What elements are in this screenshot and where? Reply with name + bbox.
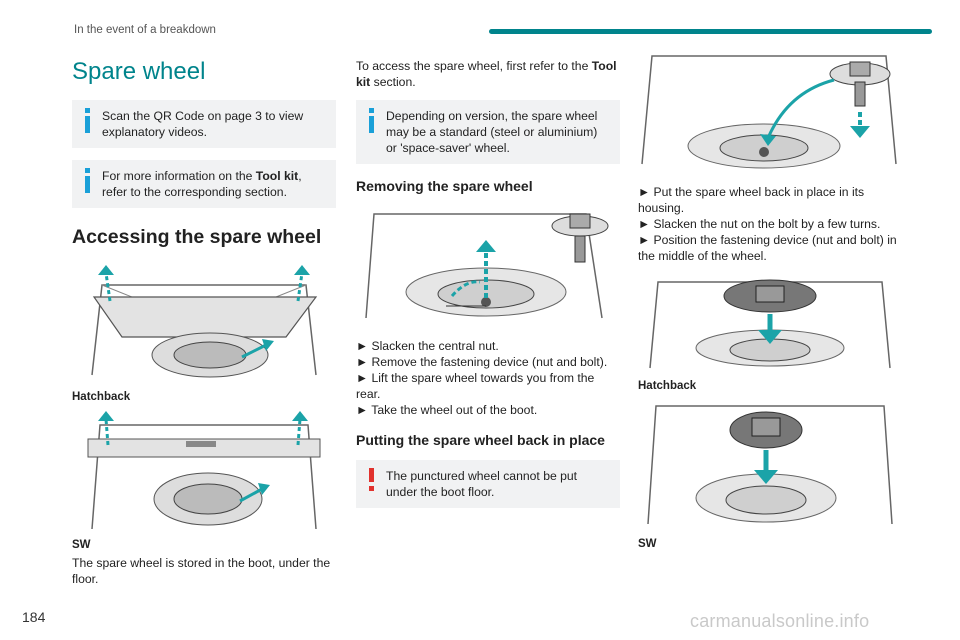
intro-text-post: section. (370, 75, 416, 89)
caption-hatchback: Hatchback (638, 380, 697, 392)
step-item: ► Put the spare wheel back in place in i… (638, 185, 865, 215)
watermark: carmanualsonline.info (690, 611, 870, 631)
section-heading-putback: Putting the spare wheel back in place (356, 432, 605, 448)
step-item: ► Lift the spare wheel towards you from … (356, 371, 595, 401)
caption-hatchback: Hatchback (72, 391, 131, 403)
info-note-text: Depending on version, the spare wheel ma… (386, 109, 598, 155)
illustration-sw-fastening (638, 402, 900, 528)
step-item: ► Position the fastening device (nut and… (638, 233, 897, 263)
illustration-hatchback-boot (72, 265, 336, 383)
intro-text-pre: To access the spare wheel, first refer t… (356, 59, 592, 73)
section-heading-remove: Removing the spare wheel (356, 178, 533, 194)
info-icon (84, 168, 92, 194)
section-heading-access: Accessing the spare wheel (72, 226, 322, 248)
column-2: To access the spare wheel, first refer t… (356, 52, 620, 520)
column-3: ► Put the spare wheel back in place in i… (638, 52, 900, 554)
note-text-pre: For more information on the (102, 169, 256, 183)
illustration-hatchback-fastening (638, 278, 900, 370)
putback-steps: ► Put the spare wheel back in place in i… (638, 184, 900, 264)
running-head: In the event of a breakdown (74, 24, 216, 36)
step-item: ► Take the wheel out of the boot. (356, 403, 538, 417)
info-note-qr: Scan the QR Code on page 3 to view expla… (72, 100, 336, 148)
info-icon (84, 108, 92, 134)
tool-kit-link[interactable]: Tool kit (255, 169, 299, 183)
info-note-text: Scan the QR Code on page 3 to view expla… (102, 109, 304, 139)
column-1: Spare wheel Scan the QR Code on page 3 t… (72, 52, 336, 587)
step-item: ► Slacken the nut on the bolt by a few t… (638, 217, 881, 231)
illustration-sw-boot (72, 411, 336, 531)
step-item: ► Remove the fastening device (nut and b… (356, 355, 608, 369)
tool-kit-link[interactable]: Tool kit (356, 59, 617, 89)
spare-wheel-location-text: The spare wheel is stored in the boot, u… (72, 556, 331, 586)
warning-text: The punctured wheel cannot be put under … (386, 469, 578, 499)
intro-text: To access the spare wheel, first refer t… (356, 58, 620, 90)
illustration-putback-wheel (638, 52, 900, 170)
info-note-version: Depending on version, the spare wheel ma… (356, 100, 620, 164)
caption-sw: SW (72, 539, 91, 551)
warning-note: The punctured wheel cannot be put under … (356, 460, 620, 508)
step-item: ► Slacken the central nut. (356, 339, 499, 353)
page-number: 184 (22, 609, 46, 625)
info-note-toolkit: For more information on the Tool kit, re… (72, 160, 336, 208)
note-text-post: , refer to the corresponding section. (102, 169, 302, 199)
info-icon (368, 108, 376, 134)
removal-steps: ► Slacken the central nut. ► Remove the … (356, 338, 620, 418)
caption-sw: SW (638, 538, 657, 550)
warning-icon (368, 468, 376, 494)
header-rule (489, 29, 932, 34)
page-title: Spare wheel (72, 58, 206, 85)
illustration-removing-wheel (356, 206, 620, 324)
